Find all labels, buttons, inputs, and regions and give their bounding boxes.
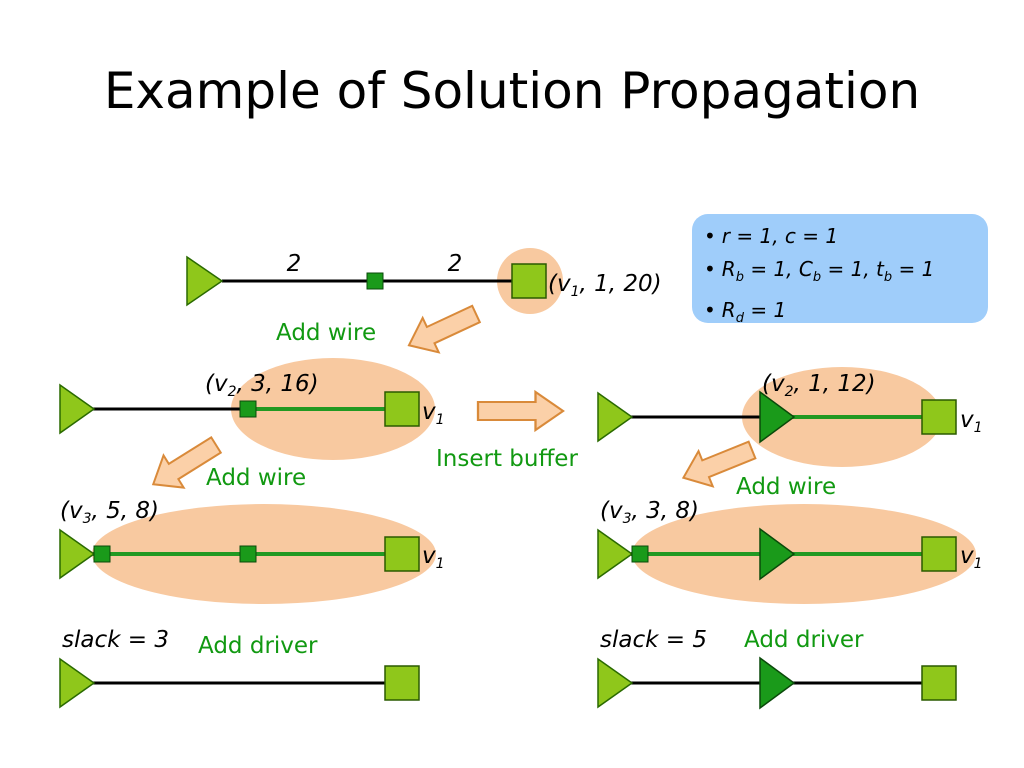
sink-node: v — [422, 399, 436, 425]
action-add-wire-3: Add wire — [736, 474, 836, 500]
sink-icon — [384, 665, 420, 701]
solution-v1: (v1, 1, 20) — [548, 271, 662, 300]
sink-icon — [511, 263, 547, 299]
wire-node-icon — [631, 545, 649, 563]
sink-label: v1 — [960, 543, 983, 572]
solution-node: v — [771, 371, 785, 397]
action-add-wire-2: Add wire — [206, 465, 306, 491]
solution-values: , 3, 16) — [237, 371, 319, 397]
page-title: Example of Solution Propagation — [103, 62, 921, 120]
sink-subscript: 1 — [436, 412, 445, 428]
stage-add-wire-right: (v3, 3, 8) v1 — [597, 498, 983, 604]
sink-node: v — [960, 543, 974, 569]
action-add-driver-left: Add driver — [198, 633, 318, 659]
sink-subscript: 1 — [436, 556, 445, 572]
solution-subscript: 3 — [623, 511, 632, 527]
solution-subscript: 3 — [83, 511, 92, 527]
sink-subscript: 1 — [974, 420, 983, 436]
solution-values: , 3, 8) — [632, 498, 699, 524]
wire-node-icon — [239, 400, 257, 418]
segment-length-2: 2 — [448, 251, 463, 277]
solution-values: , 1, 12) — [794, 371, 876, 397]
stage-add-driver-left: slack = 3 Add driver — [59, 627, 420, 709]
solution-values: , 1, 20) — [580, 271, 662, 297]
sink-icon — [384, 536, 420, 572]
solution-node: v — [69, 498, 83, 524]
solution-v3-right: (v3, 3, 8) — [600, 498, 699, 527]
stage-add-wire-left: (v2, 3, 16) v1 — [59, 358, 445, 460]
driver-icon — [597, 391, 634, 443]
driver-icon — [186, 255, 224, 307]
buffer-icon — [759, 390, 796, 444]
solution-subscript: 2 — [785, 384, 794, 400]
solution-node: v — [609, 498, 623, 524]
sink-icon — [921, 665, 957, 701]
stage-initial: 2 2 (v1, 1, 20) — [186, 248, 662, 314]
sink-label: v1 — [960, 407, 983, 436]
action-add-wire-1: Add wire — [276, 320, 376, 346]
slack-left: slack = 3 — [62, 627, 169, 653]
sink-label: v1 — [422, 399, 445, 428]
driver-icon — [59, 528, 96, 580]
solution-subscript: 2 — [228, 384, 237, 400]
segment-length-1: 2 — [287, 251, 302, 277]
driver-icon — [59, 383, 96, 435]
parameters-box: r = 1, c = 1 Rb = 1, Cb = 1, tb = 1 Rd =… — [692, 214, 988, 326]
solution-node: v — [557, 271, 571, 297]
driver-icon — [59, 657, 96, 709]
driver-icon — [597, 657, 634, 709]
sink-icon — [921, 399, 957, 435]
action-insert-buffer: Insert buffer — [436, 446, 578, 472]
wire-node-icon — [93, 545, 111, 563]
slack-right: slack = 5 — [600, 627, 707, 653]
driver-icon — [597, 528, 634, 580]
solution-v2-left: (v2, 3, 16) — [205, 371, 319, 400]
sink-icon — [921, 536, 957, 572]
solution-subscript: 1 — [571, 284, 580, 300]
sink-icon — [384, 391, 420, 427]
solution-values: , 5, 8) — [92, 498, 159, 524]
action-add-driver-right: Add driver — [744, 627, 864, 653]
wire-node-icon — [239, 545, 257, 563]
sink-subscript: 1 — [974, 556, 983, 572]
wire-node-icon — [366, 272, 384, 290]
solution-v2-right: (v2, 1, 12) — [762, 371, 876, 400]
param-driver: Rd = 1 — [704, 294, 988, 335]
arrow-insert-buffer — [476, 390, 565, 432]
stage-add-driver-right: slack = 5 Add driver — [597, 627, 957, 710]
sink-node: v — [422, 543, 436, 569]
buffer-icon — [759, 527, 796, 581]
stage-insert-buffer: (v2, 1, 12) v1 — [597, 367, 983, 467]
buffer-icon — [759, 656, 796, 710]
sink-label: v1 — [422, 543, 445, 572]
stage-add-wire-left-2: (v3, 5, 8) v1 — [59, 498, 445, 604]
arrow-add-wire-1 — [399, 295, 486, 364]
param-rc: r = 1, c = 1 — [704, 220, 988, 253]
param-buffer: Rb = 1, Cb = 1, tb = 1 — [704, 253, 988, 294]
solution-v3-left: (v3, 5, 8) — [60, 498, 159, 527]
sink-node: v — [960, 407, 974, 433]
solution-node: v — [214, 371, 228, 397]
